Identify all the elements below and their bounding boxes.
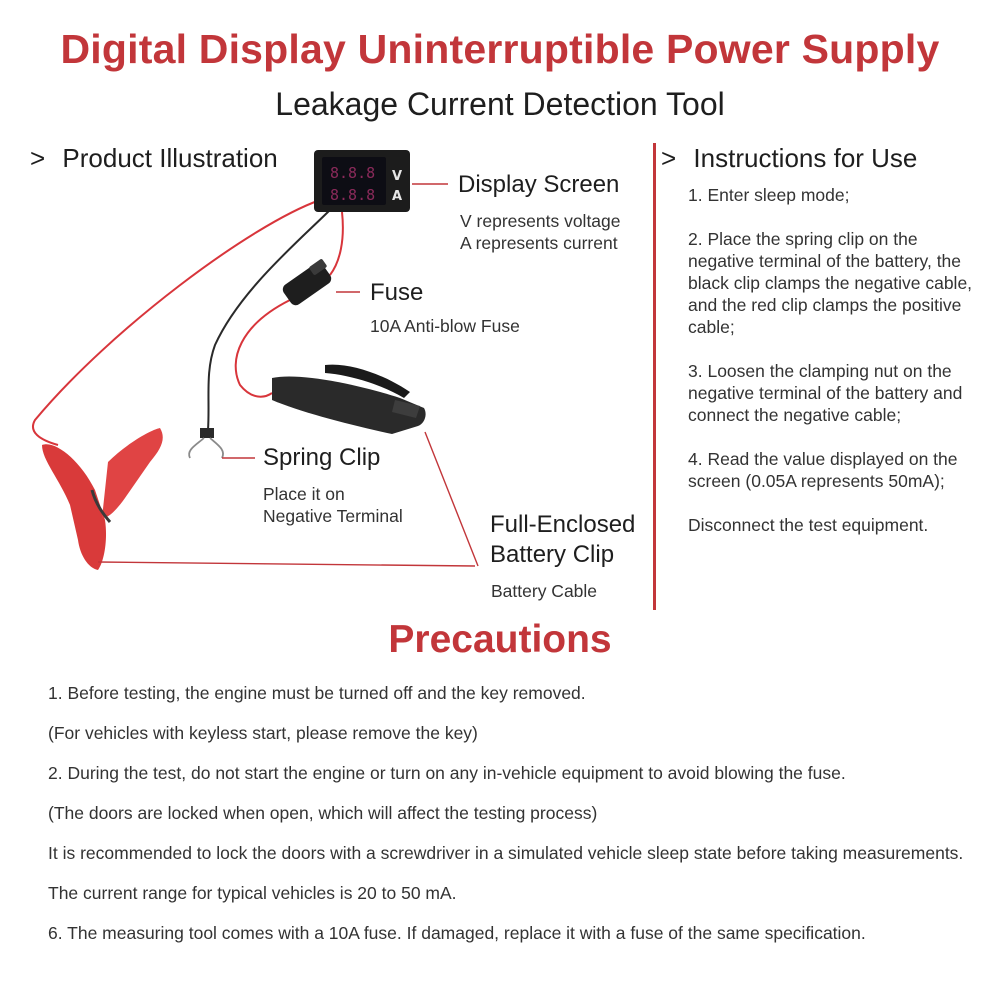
spring-clip-detail-line2: Negative Terminal [263,506,403,526]
battery-cable-detail: Battery Cable [491,581,598,601]
page-subtitle: Leakage Current Detection Tool [275,86,725,122]
precaution-item: 6. The measuring tool comes with a 10A f… [48,923,866,943]
leader-lines [97,183,479,567]
precaution-item: The current range for typical vehicles i… [48,883,457,903]
fuse-label: Fuse [370,279,424,306]
product-illustration: 8.8.8 8.8.8 V A [32,150,479,570]
display-letter-v: V [392,169,402,184]
product-illustration-heading: > Product Illustration [30,143,278,174]
display-screen-detail-voltage: V represents voltage [460,211,621,231]
precautions-list: 1. Before testing, the engine must be tu… [48,683,968,963]
red-wire-black-clip [234,299,291,398]
red-battery-clip [42,428,163,570]
instruction-step: 2. Place the spring clip on the negative… [688,229,973,337]
battery-clip-label-line1: Full-Enclosed [490,511,636,538]
instruction-step: Disconnect the test equipment. [688,515,929,535]
instruction-step: 3. Loosen the clamping nut on the negati… [688,361,963,425]
svg-text:8.8.8: 8.8.8 [330,186,375,204]
page-title: Digital Display Uninterruptible Power Su… [60,26,940,72]
precaution-item: (The doors are locked when open, which w… [48,803,598,823]
svg-text:8.8.8: 8.8.8 [330,164,375,182]
instructions-list: 1. Enter sleep mode; 2. Place the spring… [688,184,988,558]
red-wire [32,199,321,446]
spring-clip-label: Spring Clip [263,444,381,471]
precaution-item: 2. During the test, do not start the eng… [48,763,846,783]
battery-clip-label-line2: Battery Clip [490,541,615,568]
column-divider [653,143,656,610]
fuse-detail: 10A Anti-blow Fuse [370,316,520,336]
display-letter-a: A [392,189,402,204]
display-module: 8.8.8 8.8.8 V A [314,150,410,212]
instructions-heading: > Instructions for Use [661,143,917,174]
precaution-item: (For vehicles with keyless start, please… [48,723,478,743]
spring-clip-detail-line1: Place it on [263,484,345,504]
instructions-heading-text: Instructions for Use [693,143,918,173]
precautions-title: Precautions [388,618,612,661]
chevron-right-icon: > [30,143,46,173]
precaution-item: 1. Before testing, the engine must be tu… [48,683,586,703]
spring-clip [188,428,224,459]
display-screen-detail-current: A represents current [460,233,618,253]
black-battery-clip [272,364,426,434]
precaution-item: It is recommended to lock the doors with… [48,843,964,863]
product-illustration-heading-text: Product Illustration [62,143,278,173]
black-wire [207,207,333,431]
fuse-holder [282,259,332,306]
chevron-right-icon: > [661,143,677,173]
display-screen-label: Display Screen [458,171,620,198]
red-wire-fuse [329,211,344,276]
instruction-step: 1. Enter sleep mode; [688,185,850,205]
instruction-step: 4. Read the value displayed on the scree… [688,449,958,491]
